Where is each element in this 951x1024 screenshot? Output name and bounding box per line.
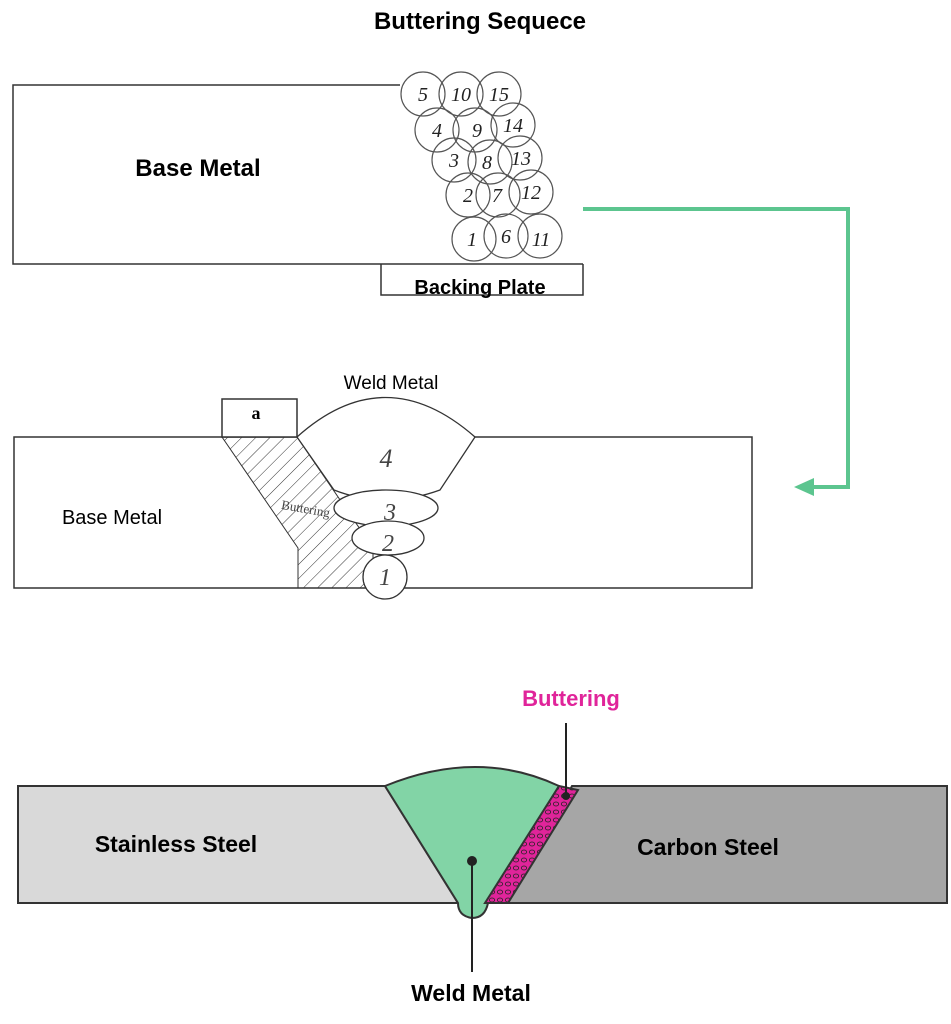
- weld-metal-label: Weld Metal: [344, 373, 439, 394]
- bead-11: [517, 213, 563, 259]
- bead-4: [414, 107, 460, 153]
- figure-title: Buttering Sequece: [374, 8, 586, 35]
- buttering-label: Buttering: [522, 686, 620, 711]
- diagram-1-buttering-sequence: Base Metal Backing Plate 5 10 15 4 9 14: [12, 71, 584, 299]
- flow-arrow: [583, 207, 850, 496]
- pass-number: 4: [380, 444, 393, 473]
- diagram-3-dissimilar-joint: Buttering Stainless Steel Carbon Steel W…: [17, 686, 948, 1006]
- weld-bead-stack: [400, 71, 563, 262]
- diagram-2-buttering-passes: a 4 3 2 1 Buttering Weld Metal Base Meta…: [13, 373, 753, 600]
- carbon-steel-label: Carbon Steel: [637, 834, 779, 860]
- bead-numbers: 5 10 15 4 9 14 3 8 13 2 7 12 1 6 11: [418, 84, 550, 251]
- bead-10: [438, 71, 484, 117]
- bead-5: [400, 71, 446, 117]
- bead-7: [475, 172, 521, 218]
- bead-number: 7: [492, 185, 503, 207]
- backing-plate-label: Backing Plate: [414, 277, 545, 299]
- bead-14: [490, 102, 536, 148]
- bead-6: [483, 213, 529, 259]
- dimension-a-label: a: [252, 403, 261, 423]
- bead-number: 3: [448, 150, 459, 172]
- bead-13: [497, 135, 543, 181]
- bead-number: 2: [463, 185, 473, 207]
- bead-number: 8: [482, 152, 492, 174]
- pass-number: 2: [382, 531, 394, 557]
- backing-plate: [380, 264, 584, 296]
- weld-metal-region: [383, 766, 561, 920]
- bead-number: 1: [467, 229, 477, 251]
- buttering-leader-dot: [562, 792, 570, 800]
- base-metal-label: Base Metal: [62, 507, 162, 529]
- bead-12: [508, 169, 554, 215]
- bead-15: [476, 71, 522, 117]
- bead-number: 4: [432, 120, 442, 142]
- bead-number: 15: [489, 84, 509, 106]
- bead-number: 11: [532, 229, 551, 251]
- weld-metal-label: Weld Metal: [411, 980, 531, 1006]
- bead-number: 9: [472, 120, 482, 142]
- base-metal-plate: [12, 84, 455, 265]
- bead-number: 5: [418, 84, 428, 106]
- pass-number: 3: [383, 500, 396, 526]
- base-metal-label: Base Metal: [135, 155, 260, 182]
- stainless-steel-label: Stainless Steel: [95, 831, 257, 857]
- bead-3: [431, 137, 477, 183]
- dimension-a-box: [221, 398, 298, 438]
- bead-1: [451, 216, 497, 262]
- pass-number: 1: [379, 565, 391, 591]
- weld-metal-leader-dot: [467, 856, 477, 866]
- bead-8: [467, 139, 513, 185]
- bead-2: [445, 172, 491, 218]
- buttering-layer: [483, 784, 580, 904]
- bead-number: 13: [511, 148, 531, 170]
- bead-number: 12: [521, 182, 541, 204]
- bead-number: 14: [503, 115, 523, 137]
- weld-pass-1: [362, 554, 408, 600]
- bead-number: 6: [501, 226, 511, 248]
- bead-number: 10: [451, 84, 471, 106]
